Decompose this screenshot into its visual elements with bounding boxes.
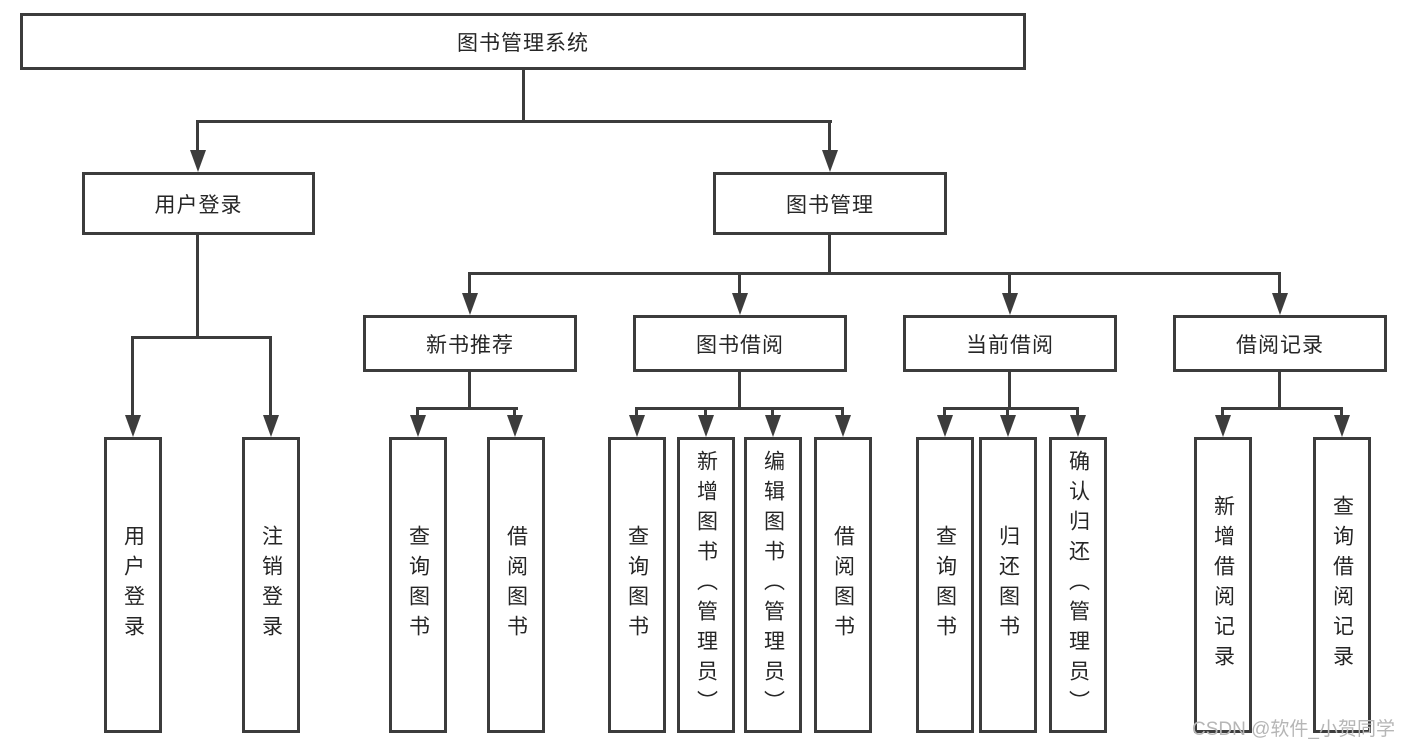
arrow-down-br-query bbox=[1334, 415, 1350, 437]
arrow-down-bb-query bbox=[629, 415, 645, 437]
leaf-cb-confirm-return-admin: 确认归还（管理员） bbox=[1049, 437, 1107, 733]
arrow-down-leaf-logout bbox=[263, 415, 279, 437]
connector-book-borrow-stem bbox=[738, 372, 741, 410]
connector-user-login-stem bbox=[196, 235, 199, 336]
arrow-down-new-book bbox=[462, 293, 478, 315]
leaf-br-query-record-label: 查询借阅记录 bbox=[1330, 495, 1354, 675]
leaf-nbr-query-books: 查询图书 bbox=[389, 437, 447, 733]
leaf-user-login-label: 用户登录 bbox=[121, 525, 145, 645]
node-borrow-records: 借阅记录 bbox=[1173, 315, 1387, 372]
node-new-book-recommend: 新书推荐 bbox=[363, 315, 577, 372]
arrow-down-br-add bbox=[1215, 415, 1231, 437]
connector-drop-br-query bbox=[1340, 407, 1343, 417]
connector-drop-cb-query bbox=[943, 407, 946, 417]
node-user-login-label: 用户登录 bbox=[154, 193, 243, 217]
connector-book-borrow-split bbox=[635, 407, 844, 410]
leaf-user-login: 用户登录 bbox=[104, 437, 162, 733]
connector-drop-bb-query bbox=[635, 407, 638, 417]
arrow-down-book-borrow bbox=[732, 293, 748, 315]
connector-borrow-records-stem bbox=[1278, 372, 1281, 410]
leaf-nbr-borrow-books: 借阅图书 bbox=[487, 437, 545, 733]
node-current-borrow: 当前借阅 bbox=[903, 315, 1117, 372]
leaf-nbr-borrow-books-label: 借阅图书 bbox=[504, 525, 528, 645]
connector-drop-current-borrow bbox=[1008, 272, 1011, 296]
leaf-cb-query-books: 查询图书 bbox=[916, 437, 974, 733]
arrow-down-leaf-login bbox=[125, 415, 141, 437]
arrow-down-book-management bbox=[822, 150, 838, 172]
node-book-borrow: 图书借阅 bbox=[633, 315, 847, 372]
connector-book-management-stem bbox=[828, 235, 831, 275]
connector-drop-bb-edit bbox=[771, 407, 774, 417]
connector-drop-bb-add bbox=[704, 407, 707, 417]
node-root-book-management-system: 图书管理系统 bbox=[20, 13, 1026, 70]
connector-drop-cb-confirm bbox=[1076, 407, 1079, 417]
connector-root-stem bbox=[522, 70, 525, 121]
leaf-logout-label: 注销登录 bbox=[259, 525, 283, 645]
connector-drop-cb-return bbox=[1006, 407, 1009, 417]
leaf-br-query-record: 查询借阅记录 bbox=[1313, 437, 1371, 733]
leaf-bb-add-books-admin-label: 新增图书（管理员） bbox=[694, 450, 718, 720]
arrow-down-cb-return bbox=[1000, 415, 1016, 437]
leaf-bb-query-books: 查询图书 bbox=[608, 437, 666, 733]
connector-drop-leaf-login bbox=[131, 336, 134, 416]
watermark: CSDN @软件_小贺同学 bbox=[1192, 719, 1395, 740]
connector-drop-book-borrow bbox=[738, 272, 741, 296]
connector-drop-user-login bbox=[196, 120, 199, 152]
leaf-br-add-record: 新增借阅记录 bbox=[1194, 437, 1252, 733]
connector-drop-br-add bbox=[1221, 407, 1224, 417]
connector-drop-bb-borrow bbox=[841, 407, 844, 417]
node-root-label: 图书管理系统 bbox=[457, 31, 589, 55]
leaf-bb-edit-books-admin: 编辑图书（管理员） bbox=[744, 437, 802, 733]
leaf-logout: 注销登录 bbox=[242, 437, 300, 733]
connector-new-book-stem bbox=[468, 372, 471, 410]
connector-drop-new-book bbox=[468, 272, 471, 296]
leaf-bb-borrow-books-label: 借阅图书 bbox=[831, 525, 855, 645]
arrow-down-nbr-borrow bbox=[507, 415, 523, 437]
arrow-down-nbr-query bbox=[410, 415, 426, 437]
connector-drop-borrow-records bbox=[1278, 272, 1281, 296]
arrow-down-bb-edit bbox=[765, 415, 781, 437]
leaf-br-add-record-label: 新增借阅记录 bbox=[1211, 495, 1235, 675]
connector-drop-nbr-borrow bbox=[513, 407, 516, 417]
leaf-bb-borrow-books: 借阅图书 bbox=[814, 437, 872, 733]
node-book-management-label: 图书管理 bbox=[786, 193, 874, 217]
connector-drop-nbr-query bbox=[416, 407, 419, 417]
leaf-bb-add-books-admin: 新增图书（管理员） bbox=[677, 437, 735, 733]
leaf-bb-edit-books-admin-label: 编辑图书（管理员） bbox=[761, 450, 785, 720]
connector-current-borrow-split bbox=[943, 407, 1079, 410]
arrow-down-current-borrow bbox=[1002, 293, 1018, 315]
leaf-cb-confirm-return-admin-label: 确认归还（管理员） bbox=[1066, 450, 1090, 720]
connector-new-book-split bbox=[416, 407, 518, 410]
node-book-borrow-label: 图书借阅 bbox=[696, 333, 784, 357]
leaf-cb-return-books-label: 归还图书 bbox=[996, 525, 1020, 645]
node-book-management: 图书管理 bbox=[713, 172, 947, 235]
leaf-cb-query-books-label: 查询图书 bbox=[933, 525, 957, 645]
connector-drop-book-management bbox=[828, 120, 831, 152]
node-new-book-recommend-label: 新书推荐 bbox=[426, 333, 514, 357]
connector-level3-split bbox=[468, 272, 1281, 275]
leaf-nbr-query-books-label: 查询图书 bbox=[406, 525, 430, 645]
arrow-down-cb-query bbox=[937, 415, 953, 437]
connector-drop-leaf-logout bbox=[269, 336, 272, 416]
arrow-down-bb-borrow bbox=[835, 415, 851, 437]
arrow-down-user-login bbox=[190, 150, 206, 172]
leaf-bb-query-books-label: 查询图书 bbox=[625, 525, 649, 645]
connector-borrow-records-split bbox=[1221, 407, 1343, 410]
node-user-login: 用户登录 bbox=[82, 172, 315, 235]
arrow-down-borrow-records bbox=[1272, 293, 1288, 315]
node-current-borrow-label: 当前借阅 bbox=[966, 333, 1054, 357]
connector-current-borrow-stem bbox=[1008, 372, 1011, 410]
arrow-down-bb-add bbox=[698, 415, 714, 437]
connector-user-login-split bbox=[132, 336, 272, 339]
node-borrow-records-label: 借阅记录 bbox=[1236, 333, 1324, 357]
leaf-cb-return-books: 归还图书 bbox=[979, 437, 1037, 733]
arrow-down-cb-confirm bbox=[1070, 415, 1086, 437]
connector-level1-split bbox=[197, 120, 832, 123]
